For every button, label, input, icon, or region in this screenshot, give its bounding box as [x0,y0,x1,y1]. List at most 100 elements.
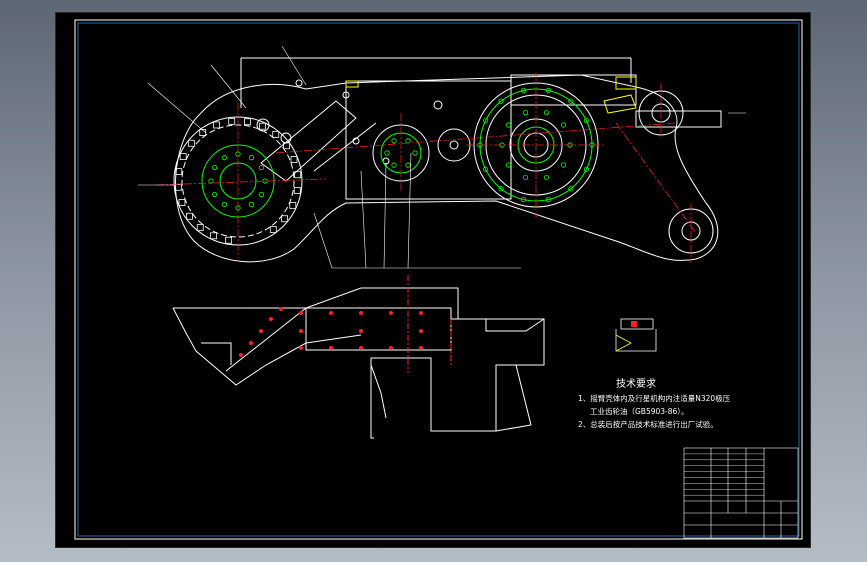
gear-bolt [520,196,527,203]
green-bolt-pattern [208,87,595,211]
arm-outline [175,74,719,263]
drawing-sheet: 技术要求 1、摇臂壳体内及行星机构内注适量N320极压 工业齿轮油（GB5903… [55,12,811,548]
gear-bolt [262,178,268,184]
detail-view [615,318,657,352]
title-block-rows [684,453,764,496]
notes-line-3: 2、总装后按产品技术标准进行出厂试验。 [578,419,718,429]
cad-drawing: 技术要求 1、摇臂壳体内及行星机构内注适量N320极压 工业齿轮油（GB5903… [74,19,803,540]
gear-bolt [568,98,574,104]
section-core [305,307,452,351]
gear-bolt [208,178,214,184]
leader-lines [138,45,746,269]
gear-small [437,128,471,162]
section-bolt [299,311,303,315]
gear-bolt [482,118,489,124]
gear-bolt [583,118,590,124]
gear-bolt [391,138,397,144]
gear-bolt [248,201,255,207]
motor-tail [635,110,722,128]
section-bolt [359,346,363,350]
shaft-line [313,122,377,172]
green-gear-set [201,88,593,218]
drum-bolt [228,117,236,125]
gear-bolt [543,110,550,116]
centerlines [155,73,697,263]
motor-housing-top [510,74,637,106]
ranging-arm-view [173,57,722,263]
gear-bolt [248,155,255,161]
gear-bolt [522,110,529,116]
drum-bolt [289,202,297,209]
inner-frame [77,22,800,537]
title-block [683,447,799,539]
notes-line-2: 工业齿轮油（GB5903-86）。 [590,406,689,416]
drum-bolt [281,215,289,223]
gear-bolt [258,191,264,198]
gear-bolt [505,162,512,168]
drum-bolt [259,122,266,130]
gear-bolt [560,162,567,168]
gear-bolt [560,122,567,128]
gear-bolt [384,150,390,156]
gear-small-hub [449,140,459,150]
gear-bolt [391,162,397,168]
section-bolt [269,317,273,321]
gear-bolt [568,186,574,192]
section-bolt [299,329,303,333]
gear-bolt [258,164,264,171]
drum-bolt [179,153,187,160]
drum-bolt [269,226,277,233]
section-bolt [419,329,423,333]
gear-bolt [543,174,550,180]
gear-bolt [498,186,504,192]
drum-bolt [272,130,280,138]
section-bolt [359,311,363,315]
section-bolt [359,329,363,333]
section-leg-right [495,364,532,432]
drum-bolt [187,139,195,147]
gear-bolt [221,201,228,207]
section-bolt [419,311,423,315]
drum-bolt [210,232,217,240]
gear-bolt [583,166,590,172]
section-bolt [329,346,333,350]
gear-bolt [505,122,512,128]
gear-bolt [212,164,218,171]
gear-bolt [405,162,411,168]
drum-bolt [178,199,186,206]
section-bolt [239,353,243,357]
section-leg-left [370,364,387,419]
drum-bolt [225,236,233,244]
gear-bolt [522,174,529,180]
section-bolt [329,311,333,315]
yellow-accents [345,76,637,114]
gear-bolt [545,196,552,203]
section-step [201,342,232,365]
section-bolt [419,346,423,350]
section-shaft [451,318,545,332]
section-bolt [299,346,303,350]
drum-perimeter-bolts [174,117,302,244]
gear-bolt [405,138,411,144]
drum-bolt [290,156,298,163]
gear-bolt [520,87,527,94]
drum-bolt [196,224,204,232]
gear-channel [260,100,357,182]
gear-bolt [482,166,489,172]
section-bolt [389,311,393,315]
section-view [172,275,545,439]
notes-line-1: 1、摇臂壳体内及行星机构内注适量N320极压 [578,393,731,403]
drum-bolt [174,183,182,191]
outer-frame [74,19,803,540]
drum-bolt [243,118,251,126]
gear-bolt [498,98,504,104]
drum-bolt [186,212,193,220]
gear-bolt [412,150,418,156]
drum-bolt [293,186,301,194]
drum-bolt [213,121,220,129]
notes-title: 技术要求 [616,377,656,390]
gear-bolt [212,191,218,198]
gear-housing [345,80,512,200]
section-bolt [259,329,263,333]
section-bolt [249,341,253,345]
